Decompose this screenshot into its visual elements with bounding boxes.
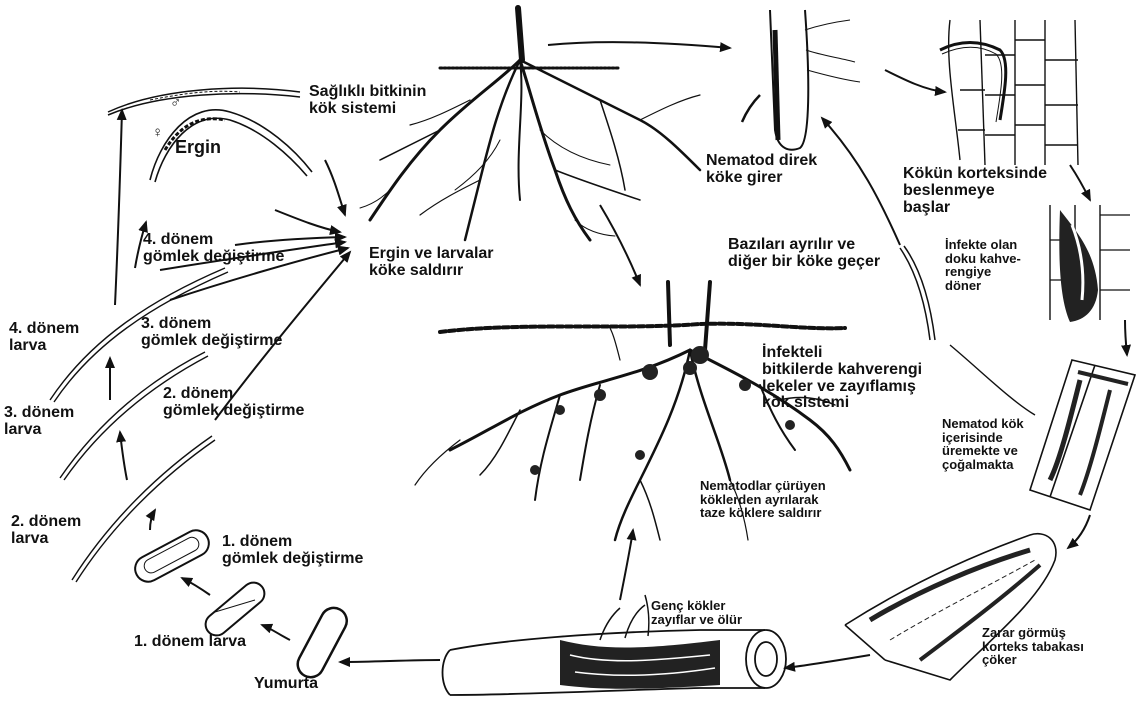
label-healthy-roots: Sağlıklı bitkinin kök sistemi	[309, 84, 426, 118]
arrow-rot-to-egg	[340, 660, 440, 662]
arrow-brown-to-reproduce	[1125, 320, 1127, 355]
arrow-collapse-to-rot	[785, 655, 870, 668]
label-molt-2: 2. dönem gömlek değiştirme	[163, 386, 304, 420]
arrow-reproduce-to-collapse	[1068, 515, 1090, 548]
label-reproduce: Nematod kök içerisinde üremekte ve çoğal…	[942, 417, 1024, 472]
label-cortex-collapse: Zarar görmüş korteks tabakası çöker	[982, 626, 1084, 667]
arrow-healthy-to-infected	[600, 205, 640, 285]
nematodes-reproducing-in-root	[1030, 360, 1135, 510]
arrow-molt1-to-larva2	[150, 510, 155, 530]
arrow-larva2-to-larva3	[120, 432, 127, 480]
label-egg: Yumurta	[254, 676, 318, 693]
label-adults-attack: Ergin ve larvalar köke saldırır	[369, 246, 494, 280]
larva-stage-1-molting	[131, 526, 214, 587]
label-molt-3: 3. dönem gömlek değiştirme	[141, 316, 282, 350]
infected-tissue-browning	[1050, 205, 1130, 322]
arrow-larva4-to-adult	[115, 110, 122, 305]
label-leave-rotting: Nematodlar çürüyen köklerden ayrılarak t…	[700, 479, 826, 520]
cortex-cells-with-nematode	[940, 20, 1078, 165]
label-molt-4: 4. dönem gömlek değiştirme	[143, 232, 284, 266]
male-symbol: ♂	[170, 94, 181, 111]
label-feeding: Kökün korteksinde beslenmeye başlar	[903, 166, 1047, 216]
arrow-entry-to-cortex	[885, 70, 945, 92]
label-infected-roots: İnfekteli bitkilerde kahverengi lekeler …	[762, 345, 922, 412]
arrow-leave-to-entry	[822, 118, 900, 245]
label-enter-root: Nematod direk köke girer	[706, 153, 817, 187]
label-larva-4: 4. dönem larva	[9, 321, 79, 355]
label-larva-1: 1. dönem larva	[134, 634, 246, 651]
arrow-adult-to-attack	[325, 160, 345, 215]
label-adult: Ergin	[175, 138, 221, 157]
larva-stage-1	[201, 578, 269, 640]
arrow-rot-to-infected	[620, 530, 633, 600]
female-symbol: ♀	[152, 124, 163, 141]
arrow-root-to-entry	[548, 42, 730, 48]
arrow-larva1-to-molt1	[182, 578, 210, 595]
label-larva-3: 3. dönem larva	[4, 405, 74, 439]
root-tip-with-nematode	[742, 10, 860, 150]
label-young-roots: Genç kökler zayıflar ve ölür	[651, 599, 742, 626]
arrow-egg-to-larva1	[262, 625, 290, 640]
arrow-female-to-attack	[275, 210, 340, 232]
label-larva-2: 2. dönem larva	[11, 514, 81, 548]
arrow-cortex-to-brown	[1070, 165, 1090, 200]
label-browning: İnfekte olan doku kahve- rengiye döner	[945, 238, 1021, 293]
label-some-leave: Bazıları ayrılır ve diğer bir köke geçer	[728, 237, 880, 271]
label-molt-1: 1. dönem gömlek değiştirme	[222, 534, 363, 568]
wandering-nematode	[900, 246, 935, 340]
connector-line	[950, 345, 1035, 415]
egg	[293, 603, 351, 681]
